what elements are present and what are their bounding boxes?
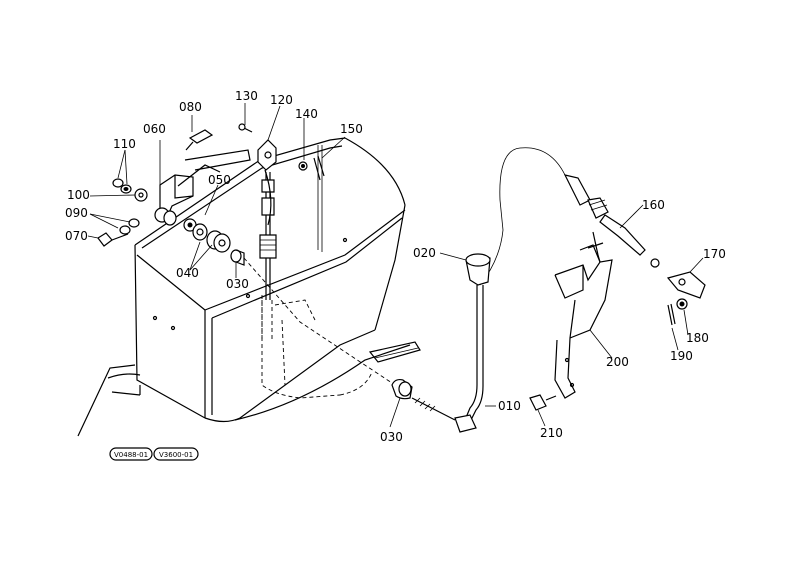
- label-030-lower: 030: [380, 430, 403, 444]
- model-ref-2: V3600-01: [159, 451, 193, 459]
- choke-lever-010: [391, 253, 491, 433]
- label-190: 190: [670, 349, 693, 363]
- label-020: 020: [413, 246, 436, 260]
- label-170: 170: [703, 247, 726, 261]
- label-150: 150: [340, 122, 363, 136]
- label-060: 060: [143, 122, 166, 136]
- label-090: 090: [65, 206, 88, 220]
- machine-base-outline: [77, 341, 421, 437]
- label-140: 140: [295, 107, 318, 121]
- label-210: 210: [540, 426, 563, 440]
- label-160: 160: [642, 198, 665, 212]
- label-010: 010: [498, 399, 521, 413]
- label-030-upper: 030: [226, 277, 249, 291]
- label-070: 070: [65, 229, 88, 243]
- label-080: 080: [179, 100, 202, 114]
- label-180: 180: [686, 331, 709, 345]
- label-200: 200: [606, 355, 629, 369]
- cable-clamp-assembly: [238, 123, 325, 340]
- choke-cable-160: [264, 147, 660, 286]
- model-reference-badges: V0488-01 V3600-01: [109, 447, 199, 461]
- model-ref-1: V0488-01: [114, 451, 148, 459]
- bracket-200-assembly: [529, 231, 706, 411]
- leader-lines: [87, 103, 704, 428]
- label-110: 110: [113, 137, 136, 151]
- fuel-tank: [134, 137, 406, 423]
- label-120: 120: [270, 93, 293, 107]
- label-100: 100: [67, 188, 90, 202]
- part-number-labels: 010 020 030 030 040 050 060 070 080 090 …: [65, 89, 726, 444]
- label-130: 130: [235, 89, 258, 103]
- label-040: 040: [176, 266, 199, 280]
- label-050: 050: [208, 173, 231, 187]
- bracket-060-assembly: [97, 129, 396, 386]
